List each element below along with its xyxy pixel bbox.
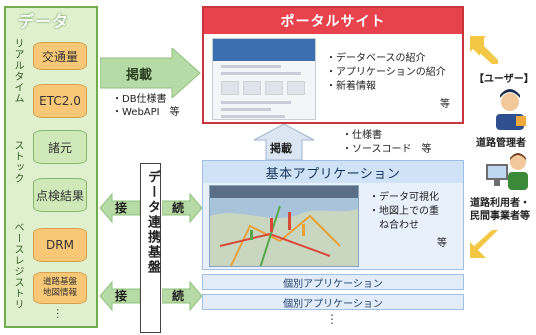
connect-arrow-right-2 [162, 280, 202, 312]
publish-arrow-top [100, 48, 201, 98]
data-item-etc2: ETC2.0 [33, 84, 87, 118]
basic-app-feature-visualization: ・データ可視化 [369, 192, 439, 203]
road-user-icon [486, 153, 528, 190]
road-users-label-1: 道路利用者・ [470, 198, 530, 209]
more-apps-dots: ⋮ [326, 312, 338, 326]
data-item-drm: DRM [33, 228, 87, 262]
connect-label-left-2: 接 [115, 289, 128, 303]
data-item-inspection-results: 点検結果 [33, 178, 87, 212]
map-visualization-screenshot [209, 185, 359, 267]
portal-screenshot [212, 38, 316, 120]
data-item-traffic-volume: 交通量 [33, 42, 87, 70]
publish-label-mid: 掲載 [270, 142, 292, 155]
road-admin-icon [496, 89, 526, 130]
data-item-specifications: 諸元 [33, 130, 87, 164]
basic-app-box: 基本アプリケーション ・データ可視化 ・地図上での重 ね合わせ 等 [202, 160, 464, 270]
map-image [210, 186, 358, 266]
portal-site-box: ポータルサイト ・データベースの紹介 ・アプリケーションの紹介 ・新着情報 等 [202, 6, 464, 124]
connect-label-right-1: 続 [172, 201, 185, 215]
basic-app-feature-overlay-1: ・地図上での重 [369, 206, 439, 217]
individual-app-1: 個別アプリケーション [202, 274, 464, 290]
portal-site-title: ポータルサイト [204, 8, 462, 34]
data-item-road-base-map: 道路基盤 地図情報 [33, 272, 87, 304]
connect-label-left-1: 接 [115, 201, 128, 215]
publish-note-webapi: ・WebAPI 等 [112, 107, 180, 118]
publish-note-source-code: ・ソースコード 等 [342, 144, 432, 155]
individual-app-2: 個別アプリケーション [202, 294, 464, 310]
basic-app-feature-overlay-2: ね合わせ [369, 220, 419, 231]
publish-note-spec: ・仕様書 [342, 130, 382, 141]
portal-feature-database: ・データベースの紹介 [326, 53, 426, 64]
basic-app-features-etc: 等 [437, 238, 447, 249]
connect-label-right-2: 続 [172, 289, 185, 303]
connect-arrow-left-1 [100, 192, 140, 224]
label-stock: ストック [12, 140, 23, 184]
data-linkage-label: データ連携基盤 [145, 170, 160, 275]
user-arrow-app [470, 230, 498, 258]
publish-label-top: 掲載 [126, 68, 153, 83]
label-base-registry: ベースレジストリ [12, 222, 23, 310]
portal-features-etc: 等 [440, 99, 450, 110]
data-panel-title: データ [18, 12, 70, 31]
publish-arrow-mid [253, 124, 315, 160]
users-header: 【ユーザー】 [474, 74, 534, 85]
user-arrow-portal [470, 36, 498, 64]
data-linkage-platform: データ連携基盤 [140, 163, 161, 333]
portal-feature-applications: ・アプリケーションの紹介 [326, 67, 446, 78]
connect-arrow-left-2 [100, 280, 140, 312]
publish-note-db-spec: ・DB仕様書 [112, 94, 167, 105]
label-realtime: リアルタイム [12, 38, 23, 104]
road-users-label-2: 民間事業者等 [470, 211, 530, 222]
data-more-dots: … [54, 308, 67, 318]
road-admin-label: 道路管理者 [476, 138, 526, 149]
basic-app-title: 基本アプリケーション [203, 161, 463, 183]
portal-feature-news: ・新着情報 [326, 81, 376, 92]
connect-arrow-right-1 [162, 192, 202, 224]
